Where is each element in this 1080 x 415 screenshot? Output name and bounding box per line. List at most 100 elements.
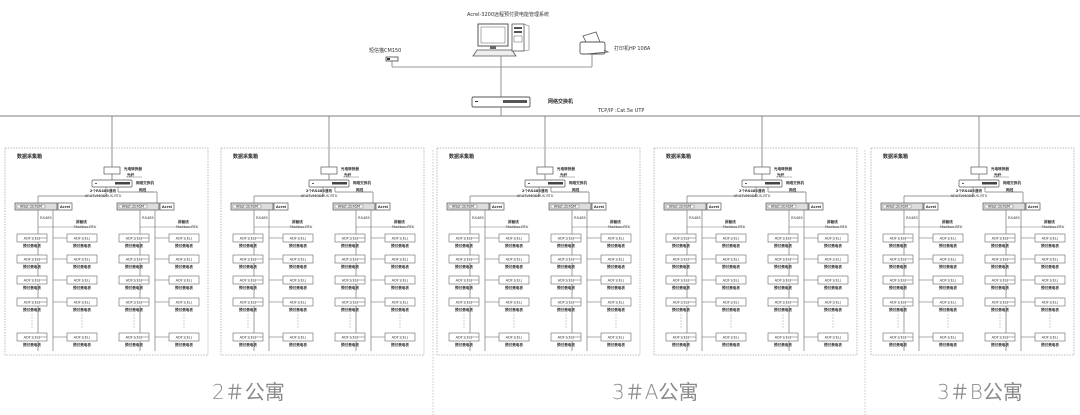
prepaid-meter[interactable]: ADF1(EL)预付费电表 bbox=[550, 297, 582, 312]
network-switch-icon[interactable] bbox=[471, 96, 531, 108]
prepaid-meter[interactable]: ADF1(EL)预付费电表 bbox=[282, 297, 314, 312]
prepaid-meter[interactable]: ADF1(EL)预付费电表 bbox=[665, 297, 697, 312]
prepaid-meter[interactable]: ADF1(EL)预付费电表 bbox=[16, 254, 48, 269]
prepaid-meter[interactable]: ADF1(EL)预付费电表 bbox=[232, 297, 264, 312]
prepaid-meter[interactable]: ADF1(EL)预付费电表 bbox=[600, 332, 632, 347]
prepaid-meter[interactable]: ADF1(EL)预付费电表 bbox=[232, 332, 264, 347]
prepaid-meter[interactable]: ADF1(EL)预付费电表 bbox=[932, 233, 964, 248]
prepaid-meter[interactable]: ADF1(EL)预付费电表 bbox=[882, 233, 914, 248]
prepaid-meter[interactable]: ADF1(EL)预付费电表 bbox=[168, 332, 200, 347]
prepaid-meter[interactable]: ADF1(EL)预付费电表 bbox=[16, 332, 48, 347]
prepaid-meter[interactable]: ADF1(EL)预付费电表 bbox=[984, 254, 1016, 269]
prepaid-meter[interactable]: ADF1(EL)预付费电表 bbox=[665, 233, 697, 248]
prepaid-meter[interactable]: ADF1(EL)预付费电表 bbox=[767, 275, 799, 290]
prepaid-meter[interactable]: ADF1(EL)预付费电表 bbox=[232, 254, 264, 269]
prepaid-meter[interactable]: ADF1(EL)预付费电表 bbox=[66, 233, 98, 248]
prepaid-meter[interactable]: ADF1(EL)预付费电表 bbox=[550, 275, 582, 290]
prepaid-meter[interactable]: ADF1(EL)预付费电表 bbox=[384, 332, 416, 347]
prepaid-meter[interactable]: ADF1(EL)预付费电表 bbox=[715, 254, 747, 269]
prepaid-meter[interactable]: ADF1(EL)预付费电表 bbox=[16, 297, 48, 312]
prepaid-meter[interactable]: ADF1(EL)预付费电表 bbox=[817, 332, 849, 347]
prepaid-meter[interactable]: ADF1(EL)预付费电表 bbox=[1034, 254, 1066, 269]
prepaid-meter[interactable]: ADF1(EL)预付费电表 bbox=[715, 233, 747, 248]
prepaid-meter[interactable]: ADF1(EL)预付费电表 bbox=[665, 332, 697, 347]
sms-modem-icon[interactable] bbox=[385, 56, 399, 62]
prepaid-meter[interactable]: ADF1(EL)预付费电表 bbox=[767, 332, 799, 347]
prepaid-meter[interactable]: ADF1(EL)预付费电表 bbox=[665, 275, 697, 290]
prepaid-meter[interactable]: ADF1(EL)预付费电表 bbox=[550, 233, 582, 248]
prepaid-meter[interactable]: ADF1(EL)预付费电表 bbox=[932, 275, 964, 290]
prepaid-meter[interactable]: ADF1(EL)预付费电表 bbox=[932, 297, 964, 312]
prepaid-meter[interactable]: ADF1(EL)预付费电表 bbox=[1034, 233, 1066, 248]
prepaid-meter[interactable]: ADF1(EL)预付费电表 bbox=[498, 275, 530, 290]
prepaid-meter[interactable]: ADF1(EL)预付费电表 bbox=[715, 275, 747, 290]
prepaid-meter[interactable]: ADF1(EL)预付费电表 bbox=[600, 275, 632, 290]
prepaid-meter[interactable]: ADF1(EL)预付费电表 bbox=[665, 254, 697, 269]
prepaid-meter[interactable]: ADF1(EL)预付费电表 bbox=[600, 254, 632, 269]
prepaid-meter[interactable]: ADF1(EL)预付费电表 bbox=[334, 275, 366, 290]
prepaid-meter[interactable]: ADF1(EL)预付费电表 bbox=[882, 254, 914, 269]
prepaid-meter[interactable]: ADF1(EL)预付费电表 bbox=[715, 297, 747, 312]
prepaid-meter[interactable]: ADF1(EL)预付费电表 bbox=[118, 233, 150, 248]
prepaid-meter[interactable]: ADF1(EL)预付费电表 bbox=[334, 254, 366, 269]
prepaid-meter[interactable]: ADF1(EL)预付费电表 bbox=[498, 297, 530, 312]
prepaid-meter[interactable]: ADF1(EL)预付费电表 bbox=[384, 254, 416, 269]
panel-switch-icon[interactable] bbox=[958, 179, 1000, 188]
prepaid-meter[interactable]: ADF1(EL)预付费电表 bbox=[767, 233, 799, 248]
prepaid-meter[interactable]: ADF1(EL)预付费电表 bbox=[334, 297, 366, 312]
prepaid-meter[interactable]: ADF1(EL)预付费电表 bbox=[168, 275, 200, 290]
prepaid-meter[interactable]: ADF1(EL)预付费电表 bbox=[66, 297, 98, 312]
prepaid-meter[interactable]: ADF1(EL)预付费电表 bbox=[16, 275, 48, 290]
prepaid-meter[interactable]: ADF1(EL)预付费电表 bbox=[282, 275, 314, 290]
panel-switch-icon[interactable] bbox=[524, 179, 566, 188]
prepaid-meter[interactable]: ADF1(EL)预付费电表 bbox=[118, 297, 150, 312]
prepaid-meter[interactable]: ADF1(EL)预付费电表 bbox=[118, 332, 150, 347]
prepaid-meter[interactable]: ADF1(EL)预付费电表 bbox=[282, 332, 314, 347]
prepaid-meter[interactable]: ADF1(EL)预付费电表 bbox=[1034, 332, 1066, 347]
panel-switch-icon[interactable] bbox=[741, 179, 783, 188]
prepaid-meter[interactable]: ADF1(EL)预付费电表 bbox=[984, 275, 1016, 290]
prepaid-meter[interactable]: ADF1(EL)预付费电表 bbox=[1034, 297, 1066, 312]
prepaid-meter[interactable]: ADF1(EL)预付费电表 bbox=[882, 275, 914, 290]
prepaid-meter[interactable]: ADF1(EL)预付费电表 bbox=[66, 332, 98, 347]
prepaid-meter[interactable]: ADF1(EL)预付费电表 bbox=[384, 297, 416, 312]
prepaid-meter[interactable]: ADF1(EL)预付费电表 bbox=[448, 275, 480, 290]
prepaid-meter[interactable]: ADF1(EL)预付费电表 bbox=[498, 254, 530, 269]
prepaid-meter[interactable]: ADF1(EL)预付费电表 bbox=[984, 332, 1016, 347]
prepaid-meter[interactable]: ADF1(EL)预付费电表 bbox=[282, 254, 314, 269]
fiber-converter-icon[interactable] bbox=[536, 166, 554, 175]
prepaid-meter[interactable]: ADF1(EL)预付费电表 bbox=[767, 297, 799, 312]
prepaid-meter[interactable]: ADF1(EL)预付费电表 bbox=[66, 275, 98, 290]
prepaid-meter[interactable]: ADF1(EL)预付费电表 bbox=[882, 332, 914, 347]
prepaid-meter[interactable]: ADF1(EL)预付费电表 bbox=[118, 254, 150, 269]
prepaid-meter[interactable]: ADF1(EL)预付费电表 bbox=[1034, 275, 1066, 290]
prepaid-meter[interactable]: ADF1(EL)预付费电表 bbox=[334, 332, 366, 347]
prepaid-meter[interactable]: ADF1(EL)预付费电表 bbox=[715, 332, 747, 347]
prepaid-meter[interactable]: ADF1(EL)预付费电表 bbox=[232, 275, 264, 290]
prepaid-meter[interactable]: ADF1(EL)预付费电表 bbox=[384, 233, 416, 248]
prepaid-meter[interactable]: ADF1(EL)预付费电表 bbox=[168, 254, 200, 269]
prepaid-meter[interactable]: ADF1(EL)预付费电表 bbox=[767, 254, 799, 269]
prepaid-meter[interactable]: ADF1(EL)预付费电表 bbox=[600, 297, 632, 312]
prepaid-meter[interactable]: ADF1(EL)预付费电表 bbox=[817, 297, 849, 312]
prepaid-meter[interactable]: ADF1(EL)预付费电表 bbox=[168, 297, 200, 312]
prepaid-meter[interactable]: ADF1(EL)预付费电表 bbox=[498, 233, 530, 248]
prepaid-meter[interactable]: ADF1(EL)预付费电表 bbox=[448, 233, 480, 248]
fiber-converter-icon[interactable] bbox=[970, 166, 988, 175]
prepaid-meter[interactable]: ADF1(EL)预付费电表 bbox=[550, 254, 582, 269]
prepaid-meter[interactable]: ADF1(EL)预付费电表 bbox=[932, 254, 964, 269]
prepaid-meter[interactable]: ADF1(EL)预付费电表 bbox=[168, 233, 200, 248]
prepaid-meter[interactable]: ADF1(EL)预付费电表 bbox=[932, 332, 964, 347]
prepaid-meter[interactable]: ADF1(EL)预付费电表 bbox=[817, 275, 849, 290]
prepaid-meter[interactable]: ADF1(EL)预付费电表 bbox=[282, 233, 314, 248]
prepaid-meter[interactable]: ADF1(EL)预付费电表 bbox=[16, 233, 48, 248]
printer-icon[interactable] bbox=[579, 31, 610, 55]
panel-switch-icon[interactable] bbox=[91, 179, 133, 188]
panel-switch-icon[interactable] bbox=[308, 179, 350, 188]
prepaid-meter[interactable]: ADF1(EL)预付费电表 bbox=[334, 233, 366, 248]
